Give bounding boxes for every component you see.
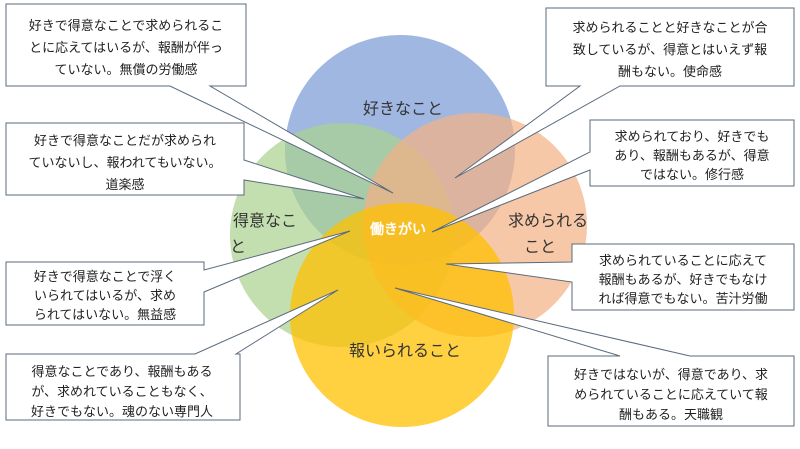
callout-text-line: いられてはいるが、求め [34, 289, 176, 304]
label-good-at-2: と [230, 237, 246, 256]
callout-lower-left: 好きで得意なことで浮く いられてはいるが、求め られてはいない。無益感 [5, 230, 351, 326]
label-paid: 報いられること [349, 341, 461, 360]
callout-bottom-right: 好きではないが、得意であり、求 められていることに応えていて報 酬もある。天職観 [394, 287, 795, 427]
callout-text-line: 好きでもない。魂のない専門人 [31, 404, 213, 420]
callout-text-line: 好きで得意なことだが求められ [34, 133, 216, 149]
callout-text-line: ていないし、報われてもいない。 [28, 156, 221, 171]
label-like: 好きなこと [363, 99, 443, 118]
callout-text-line: 致しているが、得意とはいえず報 [573, 42, 767, 58]
callout-text-line: められていることに応えていて報 [574, 388, 768, 403]
callout-text-line: れば得意でもない。苦汁労働 [598, 291, 767, 307]
callout-text-line: 酬もない。使命感 [618, 64, 722, 80]
callout-text-line: ではない。修行感 [640, 167, 744, 183]
callout-text-line: が、求めれていることもなく、 [31, 385, 212, 400]
callout-text-line: ていない。無償の労働感 [54, 62, 197, 78]
callout-text-line: 好きではないが、得意であり、求 [574, 367, 768, 383]
callout-text-line: 求められることと好きなことが合 [572, 21, 767, 36]
callout-text-line: 好きで得意なことで浮く [34, 269, 177, 285]
center-label: 働きがい [369, 221, 426, 238]
callout-text-line: 求められており、好きでも [615, 130, 770, 145]
callout-text-line: 酬もある。天職観 [619, 408, 723, 423]
callout-text-line: あり、報酬もあるが、得意 [614, 148, 769, 164]
callout-mid-left: 好きで得意なことだが求められ ていないし、報われてもいない。 道楽感 [5, 122, 365, 200]
callout-text-line: 求められていることに応えて [599, 254, 767, 269]
label-needed-1: 求められる [508, 211, 588, 230]
callout-text-line: 好きで得意なことで求められるこ [29, 18, 224, 34]
callout-top-left: 好きで得意なことで求められるこ とに応えてはいるが、報酬が伴っ ていない。無償の… [5, 3, 394, 194]
callout-text-line: 報酬もあるが、好きでもなけ [599, 273, 768, 288]
callout-top-right: 求められることと好きなことが合 致しているが、得意とはいえず報 酬もない。使命感 [454, 7, 795, 179]
circle-paid [290, 203, 514, 427]
callout-mid-right: 求められており、好きでも あり、報酬もあるが、得意 ではない。修行感 [431, 119, 795, 233]
callout-text-line: られてはいない。無益感 [34, 307, 176, 323]
label-needed-2: こと [524, 237, 556, 256]
callout-text-line: とに応えてはいるが、報酬が伴っ [29, 41, 223, 56]
callout-lower-right: 求められていることに応えて 報酬もあるが、好きでもなけ れば得意でもない。苦汁労… [445, 243, 795, 311]
callout-text-line: 道楽感 [105, 177, 144, 193]
label-good-at-1: 得意なこ [233, 211, 297, 230]
callout-bottom-left: 得意なことであり、報酬もある が、求めれていることもなく、 好きでもない。魂のな… [5, 289, 339, 421]
callout-text-line: 得意なことであり、報酬もある [32, 364, 213, 380]
